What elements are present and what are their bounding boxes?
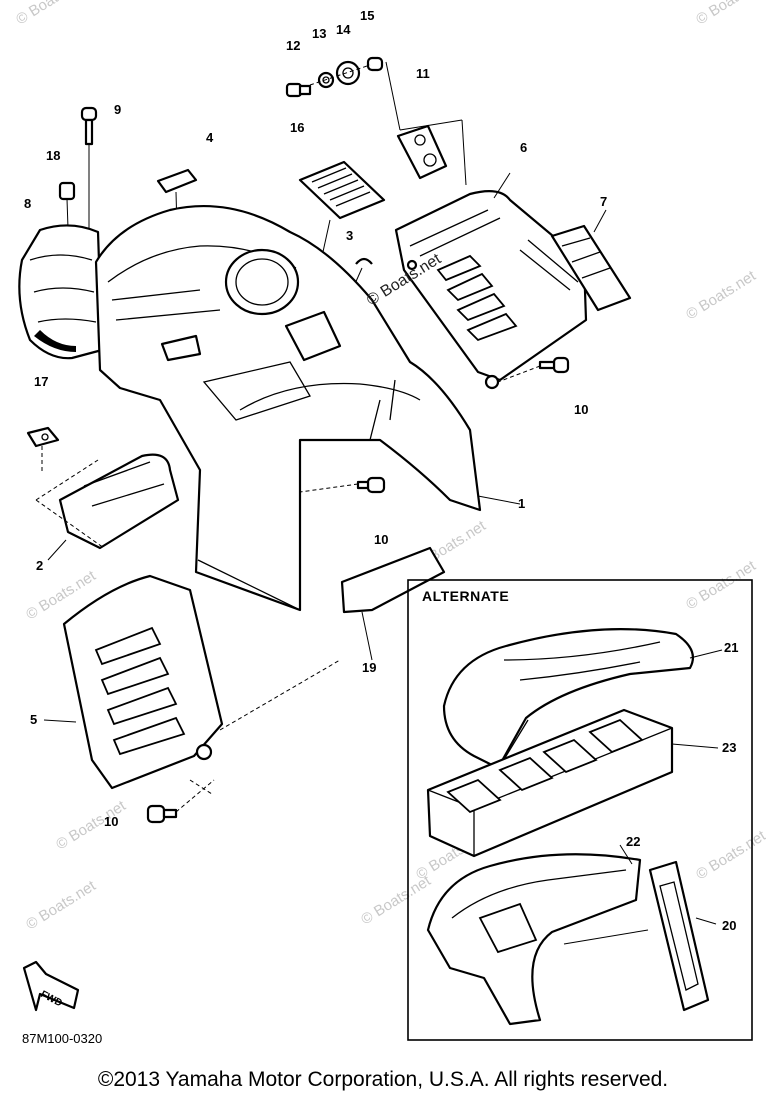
callout-15: 15 <box>360 8 374 23</box>
callout-18: 18 <box>46 148 60 163</box>
callout-4: 4 <box>206 130 214 145</box>
alternate-label: ALTERNATE <box>422 588 510 604</box>
callout-5: 5 <box>30 712 37 727</box>
copyright-notice: ©2013 Yamaha Motor Corporation, U.S.A. A… <box>97 1068 669 1091</box>
svg-text:© Boats.net: © Boats.net <box>693 827 766 884</box>
fwd-arrow-icon: FWD <box>22 960 80 1012</box>
callout-20: 20 <box>722 918 736 933</box>
plate-7 <box>550 224 632 312</box>
alt-tray-22 <box>426 853 642 1026</box>
svg-text:© Boats.net: © Boats.net <box>683 267 759 324</box>
lower-side-cover-5 <box>62 574 224 790</box>
callout-10-a: 10 <box>574 402 588 417</box>
bracket-11 <box>396 124 448 180</box>
screw-9 <box>80 106 98 146</box>
clip-18 <box>58 181 76 201</box>
callout-10-b: 10 <box>374 532 388 547</box>
cap-4 <box>156 168 198 194</box>
callout-13: 13 <box>312 26 326 41</box>
plate-16 <box>298 160 386 220</box>
callout-labels: 1 2 3 4 5 6 7 8 9 10 10 10 11 12 13 14 1… <box>24 8 738 933</box>
drawing-code: 87M100-0320 <box>22 1031 103 1046</box>
svg-text:© Boats.net: © Boats.net <box>13 0 89 28</box>
svg-text:© Boats.net: © Boats.net <box>23 877 99 934</box>
plate-17 <box>26 426 60 448</box>
callout-1: 1 <box>518 496 525 511</box>
callout-21: 21 <box>724 640 738 655</box>
screw-12 <box>285 82 312 98</box>
callout-8: 8 <box>24 196 31 211</box>
alt-grid-23 <box>426 708 674 858</box>
hardware-group <box>26 56 448 472</box>
collar-15 <box>366 56 384 72</box>
callout-2: 2 <box>36 558 43 573</box>
callout-19: 19 <box>362 660 376 675</box>
side-cover-8 <box>18 224 104 360</box>
callout-7: 7 <box>600 194 607 209</box>
alternate-box <box>407 579 753 1041</box>
lower-cover-2 <box>58 453 180 550</box>
main-cowling-1 <box>94 205 521 612</box>
callout-14: 14 <box>336 22 351 37</box>
right-cover-6 <box>394 189 588 390</box>
callout-11: 11 <box>416 66 430 81</box>
callout-3: 3 <box>346 228 353 243</box>
callout-17: 17 <box>34 374 48 389</box>
grommet-14 <box>335 60 361 86</box>
callout-16: 16 <box>290 120 304 135</box>
screw-10-b <box>356 476 386 494</box>
callout-23: 23 <box>722 740 736 755</box>
svg-text:© Boats.net: © Boats.net <box>358 872 434 929</box>
callout-22: 22 <box>626 834 640 849</box>
callout-12: 12 <box>286 38 300 53</box>
callout-6: 6 <box>520 140 527 155</box>
screws-10 <box>146 356 570 824</box>
svg-text:© Boats.net: © Boats.net <box>693 0 766 28</box>
leader-lines <box>309 61 467 186</box>
svg-text:© Boats.net: © Boats.net <box>683 557 759 614</box>
callout-9: 9 <box>114 102 121 117</box>
screw-10-a <box>538 356 570 374</box>
callout-10-c: 10 <box>104 814 118 829</box>
alt-gasket-20 <box>648 860 710 1012</box>
clip-3 <box>355 257 373 265</box>
screw-10-c <box>146 804 178 824</box>
